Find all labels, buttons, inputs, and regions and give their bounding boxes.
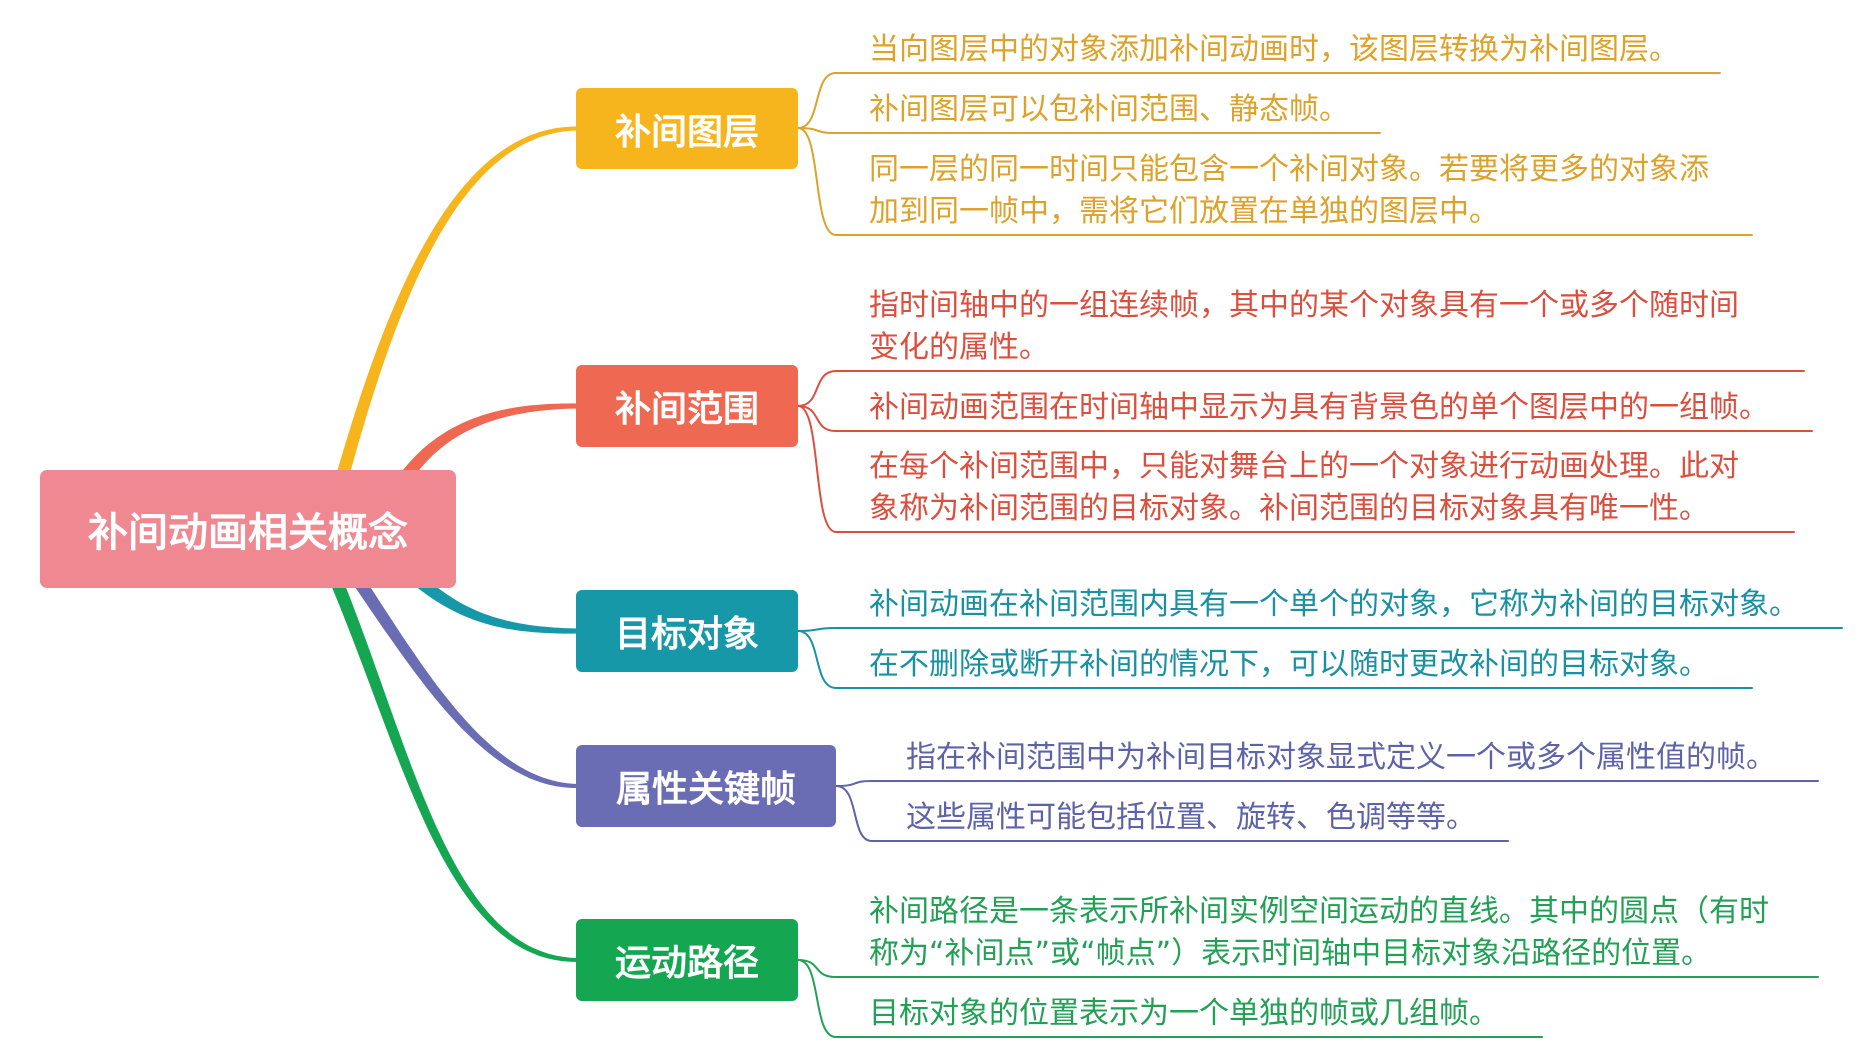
leaf-topic[interactable]: 同一层的同一时间只能包含一个补间对象。若要将更多的对象添 加到同一帧中，需将它们…: [869, 149, 1709, 233]
leaf-line: 补间动画范围在时间轴中显示为具有背景色的单个图层中的一组帧。: [869, 390, 1769, 425]
topic-label: 补间图层: [614, 111, 759, 153]
leaf-connector: [835, 780, 1819, 787]
topic-label: 运动路径: [614, 943, 759, 984]
topic-label: 补间范围: [614, 389, 759, 430]
branch-link-property-keyframe: [352, 576, 578, 788]
leaf-connector: [797, 72, 1721, 129]
leaf-line: 这些属性可能包括位置、旋转、色调等等。: [906, 800, 1476, 835]
topic-label: 目标对象: [614, 614, 759, 655]
leaf-connector: [797, 127, 1381, 134]
leaf-connector: [797, 959, 1819, 978]
topic-target-object[interactable]: 目标对象: [576, 590, 798, 672]
topic-property-keyframe[interactable]: 属性关键帧: [576, 745, 836, 827]
leaf-topic[interactable]: 指时间轴中的一组连续帧，其中的某个对象具有一个或多个随时间 变化的属性。: [869, 285, 1739, 369]
topic-tween-layer[interactable]: 补间图层: [576, 88, 798, 169]
leaf-topic[interactable]: 目标对象的位置表示为一个单独的帧或几组帧。: [869, 993, 1499, 1035]
central-topic[interactable]: 补间动画相关概念: [40, 470, 456, 588]
leaf-line: 加到同一帧中，需将它们放置在单独的图层中。: [869, 194, 1499, 229]
leaf-line: 象称为补间范围的目标对象。补间范围的目标对象具有唯一性。: [869, 491, 1709, 526]
leaf-connector: [797, 627, 1843, 632]
leaf-line: 变化的属性。: [869, 330, 1049, 365]
leaf-line: 补间路径是一条表示所补间实例空间运动的直线。其中的圆点（有时: [869, 894, 1769, 929]
central-topic-label: 补间动画相关概念: [88, 510, 408, 556]
leaf-topic[interactable]: 补间路径是一条表示所补间实例空间运动的直线。其中的圆点（有时 称为“补间点”或“…: [869, 891, 1769, 975]
branch-link-target-object: [413, 575, 578, 634]
leaf-topic[interactable]: 在不删除或断开补间的情况下，可以随时更改补间的目标对象。: [869, 644, 1709, 686]
leaf-line: 在每个补间范围中，只能对舞台上的一个对象进行动画处理。此对: [869, 449, 1739, 484]
leaf-line: 当向图层中的对象添加补间动画时，该图层转换为补间图层。: [869, 32, 1679, 67]
branch-link-tween-layer: [335, 126, 578, 480]
branch-links: [330, 126, 578, 962]
leaf-line: 指时间轴中的一组连续帧，其中的某个对象具有一个或多个随时间: [869, 288, 1739, 323]
leaf-line: 补间动画在补间范围内具有一个单个的对象，它称为补间的目标对象。: [869, 587, 1799, 622]
topic-tween-span[interactable]: 补间范围: [576, 365, 798, 447]
leaf-connector: [797, 405, 1813, 432]
leaf-line: 称为“补间点”或“帧点”）表示时间轴中目标对象沿路径的位置。: [869, 936, 1712, 971]
leaf-topic[interactable]: 这些属性可能包括位置、旋转、色调等等。: [906, 797, 1476, 839]
branch-link-tween-span: [399, 403, 578, 482]
leaf-topic[interactable]: 补间图层可以包补间范围、静态帧。: [869, 89, 1349, 131]
leaf-line: 目标对象的位置表示为一个单独的帧或几组帧。: [869, 996, 1499, 1031]
topic-motion-path[interactable]: 运动路径: [576, 919, 798, 1001]
leaf-line: 补间图层可以包补间范围、静态帧。: [869, 92, 1349, 127]
leaf-connector: [797, 405, 1795, 533]
leaf-line: 指在补间范围中为补间目标对象显式定义一个或多个属性值的帧。: [906, 740, 1776, 775]
topic-label: 属性关键帧: [615, 769, 796, 810]
leaf-line: 在不删除或断开补间的情况下，可以随时更改补间的目标对象。: [869, 647, 1709, 682]
leaf-connector: [797, 370, 1805, 407]
leaf-topic[interactable]: 指在补间范围中为补间目标对象显式定义一个或多个属性值的帧。: [906, 737, 1776, 779]
leaf-topic[interactable]: 当向图层中的对象添加补间动画时，该图层转换为补间图层。: [869, 29, 1679, 71]
leaf-topic[interactable]: 在每个补间范围中，只能对舞台上的一个对象进行动画处理。此对 象称为补间范围的目标…: [869, 446, 1739, 530]
leaf-topic[interactable]: 补间动画范围在时间轴中显示为具有背景色的单个图层中的一组帧。: [869, 387, 1769, 429]
leaf-connector: [797, 959, 1543, 1038]
leaf-connectors: [797, 72, 1843, 1038]
branch-link-motion-path: [330, 577, 578, 962]
leaf-connector: [797, 127, 1753, 236]
leaf-topic[interactable]: 补间动画在补间范围内具有一个单个的对象，它称为补间的目标对象。: [869, 584, 1799, 626]
leaf-line: 同一层的同一时间只能包含一个补间对象。若要将更多的对象添: [869, 152, 1709, 187]
leaf-connector: [797, 630, 1753, 689]
leaf-connector: [835, 785, 1509, 842]
